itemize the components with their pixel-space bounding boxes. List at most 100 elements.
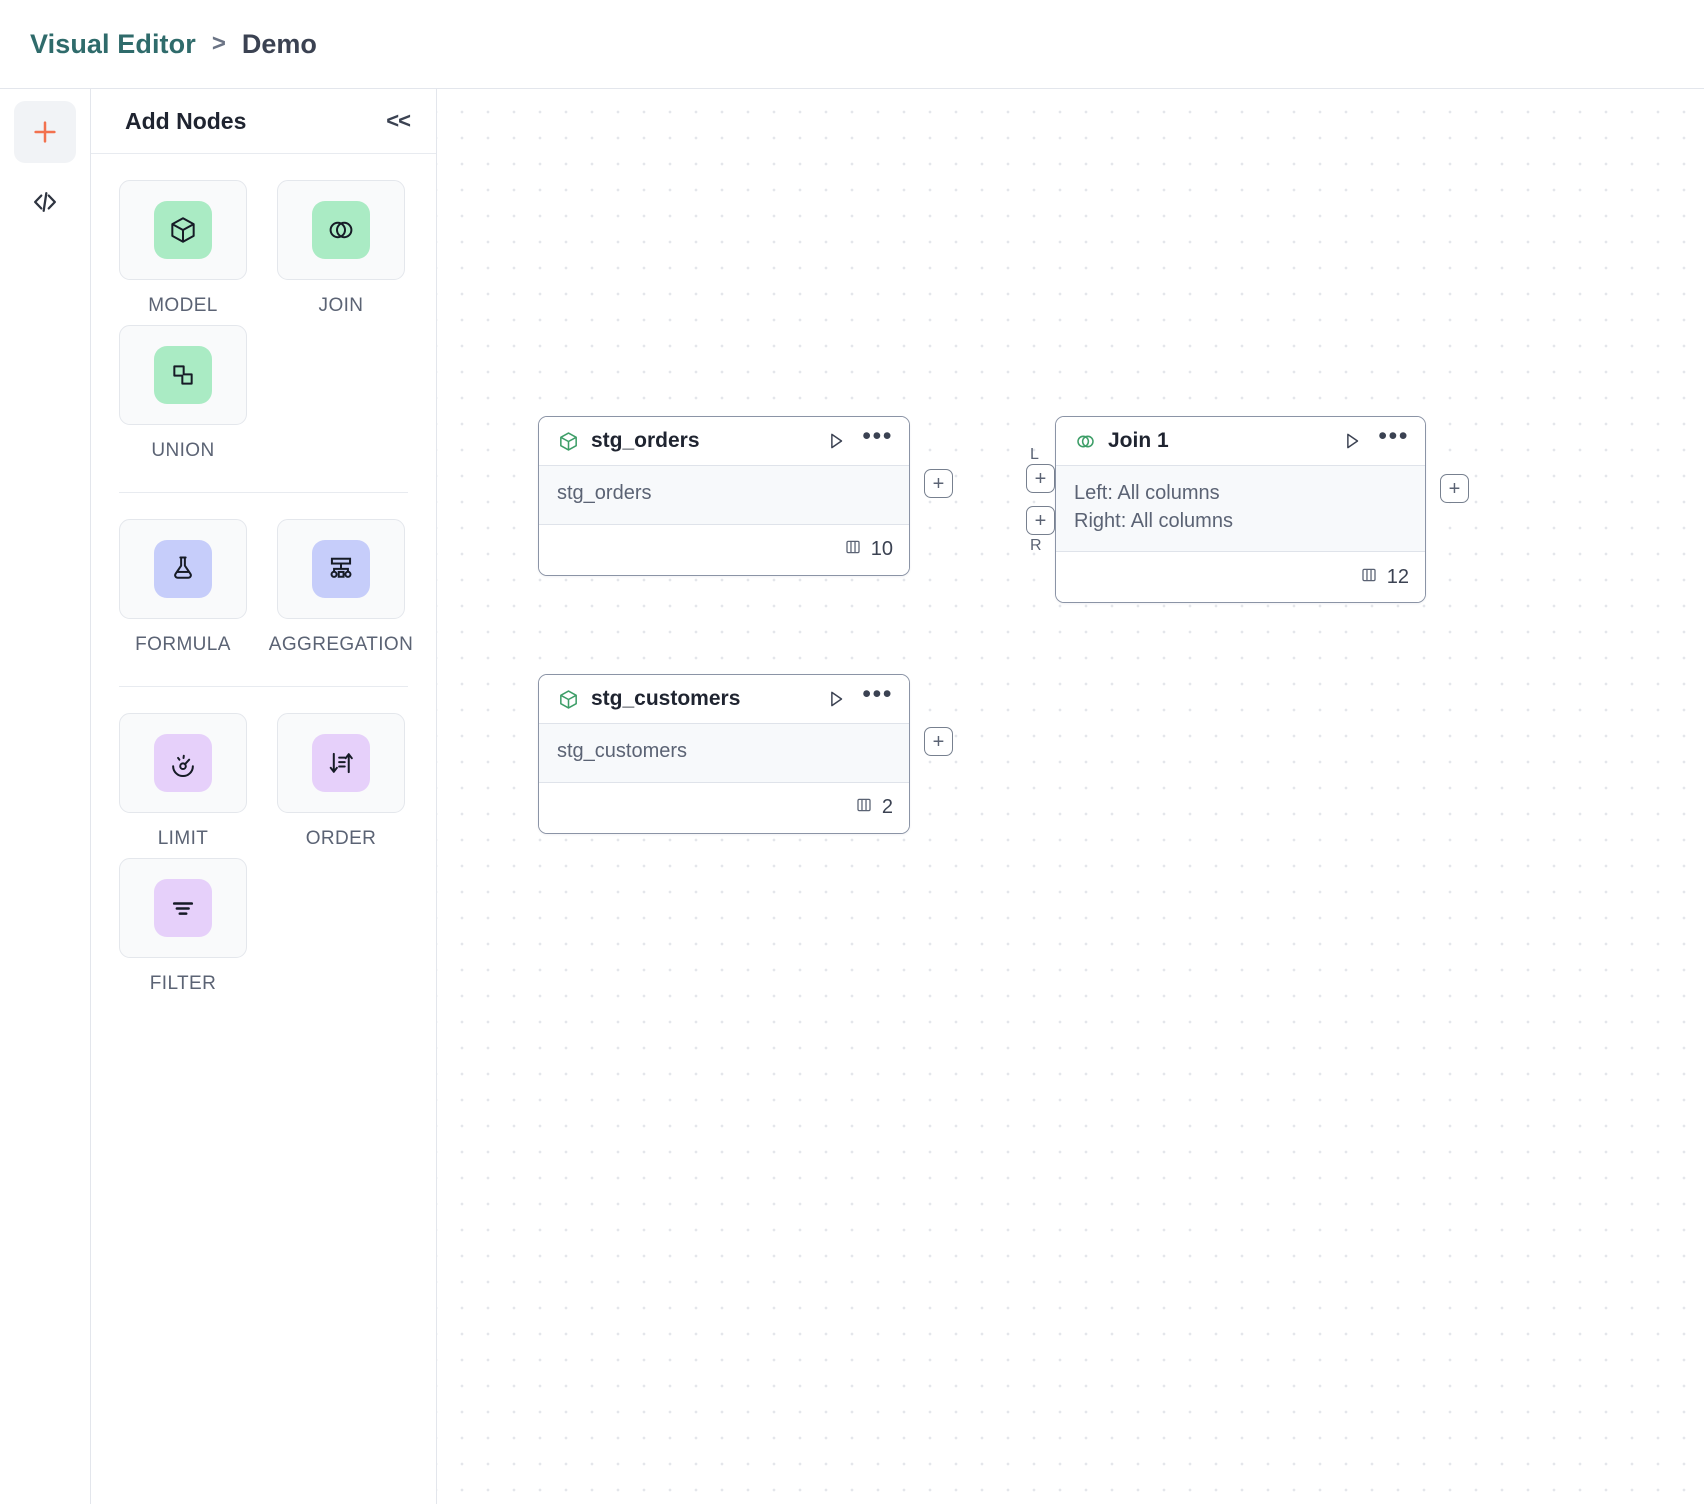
collapse-panel-button[interactable]: << [386,108,411,133]
panel-divider-1 [119,492,408,493]
cube-icon [171,217,195,243]
node-detail-row: stg_orders [557,482,652,504]
palette-tile-formula[interactable] [119,519,247,619]
code-icon [34,192,56,212]
aggregation-chip [312,540,370,598]
palette-tile-join[interactable] [277,180,405,280]
node-header: Join 1 ••• [1056,417,1425,466]
column-count: 12 [1386,565,1409,588]
node-footer: 10 [539,524,909,575]
palette-item-model[interactable]: MODEL [119,180,247,317]
palette-tile-limit[interactable] [119,713,247,813]
output-handle-join-1[interactable]: + [1440,474,1469,503]
palette-item-aggregation[interactable]: AGGREGATION [269,519,413,656]
breadcrumb-current-page: Demo [241,28,317,59]
node-header: stg_orders ••• [539,417,909,466]
canvas-wrapper: stg_orders ••• stg_orders [437,89,1704,1504]
node-title: Join 1 [1108,429,1169,452]
edge-layer [437,89,737,239]
union-icon [173,365,193,385]
palette-item-join[interactable]: JOIN [277,180,405,317]
node-more-menu-button[interactable]: ••• [862,422,893,450]
palette-label-limit: LIMIT [157,828,209,849]
model-chip [154,201,212,259]
palette-label-order: ORDER [305,828,377,849]
node-group-sources: MODEL JOIN [91,180,436,470]
limit-gauge-icon [172,754,194,778]
node-group-refiners: LIMIT ORDER [91,713,436,1003]
palette-label-join: JOIN [318,295,364,316]
run-node-button[interactable] [1341,430,1363,452]
rail-add-button[interactable] [14,101,76,163]
join-chip [312,201,370,259]
palette-label-formula: FORMULA [135,634,231,655]
node-title: stg_customers [591,687,741,710]
palette-item-order[interactable]: ORDER [277,713,405,850]
columns-icon [1360,566,1378,589]
node-body: stg_customers [539,724,909,783]
flow-node-stg-orders[interactable]: stg_orders ••• stg_orders [538,416,910,576]
run-node-button[interactable] [825,430,847,452]
node-footer: 12 [1056,552,1425,603]
add-nodes-list: MODEL JOIN [91,154,436,1504]
output-handle-stg-customers[interactable]: + [924,727,953,756]
join-right-handle-label: R [1030,537,1042,554]
node-detail-row: stg_customers [557,740,688,762]
cube-icon [557,430,580,453]
palette-label-union: UNION [151,440,215,461]
panel-title: Add Nodes [125,107,247,134]
venn-icon [329,221,353,239]
node-title: stg_orders [591,429,700,452]
rail-code-button[interactable] [14,171,76,233]
add-nodes-panel: Add Nodes << MODEL [91,89,437,1504]
node-more-menu-button[interactable]: ••• [862,680,893,708]
input-handle-join-right[interactable]: + [1026,506,1055,535]
columns-icon [855,796,873,819]
run-node-button[interactable] [825,688,847,710]
column-count: 10 [870,538,893,561]
limit-chip [154,734,212,792]
palette-item-union[interactable]: UNION [119,325,247,462]
node-header: stg_customers ••• [539,675,909,724]
node-more-menu-button[interactable]: ••• [1378,422,1409,450]
union-chip [154,346,212,404]
palette-label-model: MODEL [148,295,218,316]
flow-node-join-1[interactable]: Join 1 ••• Left: All columns Right: All … [1055,416,1426,604]
node-body: Left: All columns Right: All columns [1056,466,1425,553]
formula-chip [154,540,212,598]
column-count: 2 [881,796,893,819]
panel-divider-2 [119,686,408,687]
aggregation-icon [330,557,352,578]
node-detail-row-left: Left: All columns [1074,482,1220,504]
left-icon-rail [0,89,91,1504]
palette-tile-model[interactable] [119,180,247,280]
palette-label-filter: FILTER [149,973,217,994]
input-handle-join-left[interactable]: + [1026,464,1055,493]
palette-item-limit[interactable]: LIMIT [119,713,247,850]
flow-node-stg-customers[interactable]: stg_customers ••• stg_customers [538,674,910,834]
cube-icon [557,688,580,711]
venn-icon [1074,430,1097,453]
filter-chip [154,879,212,937]
order-chip [312,734,370,792]
node-detail-row-right: Right: All columns [1074,509,1233,532]
sort-arrows-icon [329,752,353,774]
editor-shell: Add Nodes << MODEL [0,88,1704,1504]
node-body: stg_orders [539,466,909,525]
flow-canvas[interactable]: stg_orders ••• stg_orders [437,89,1704,1504]
palette-tile-order[interactable] [277,713,405,813]
flask-icon [174,556,192,579]
breadcrumb-root-link[interactable]: Visual Editor [30,28,196,59]
output-handle-stg-orders[interactable]: + [924,469,953,498]
add-icon [34,121,56,143]
node-group-transforms: FORMULA [91,519,436,664]
palette-tile-union[interactable] [119,325,247,425]
palette-tile-filter[interactable] [119,858,247,958]
palette-label-aggregation: AGGREGATION [268,634,414,655]
palette-tile-aggregation[interactable] [277,519,405,619]
breadcrumb-separator: > [211,30,226,57]
palette-item-formula[interactable]: FORMULA [119,519,247,656]
node-footer: 2 [539,782,909,833]
breadcrumb: Visual Editor > Demo [0,0,1704,88]
palette-item-filter[interactable]: FILTER [119,858,247,995]
